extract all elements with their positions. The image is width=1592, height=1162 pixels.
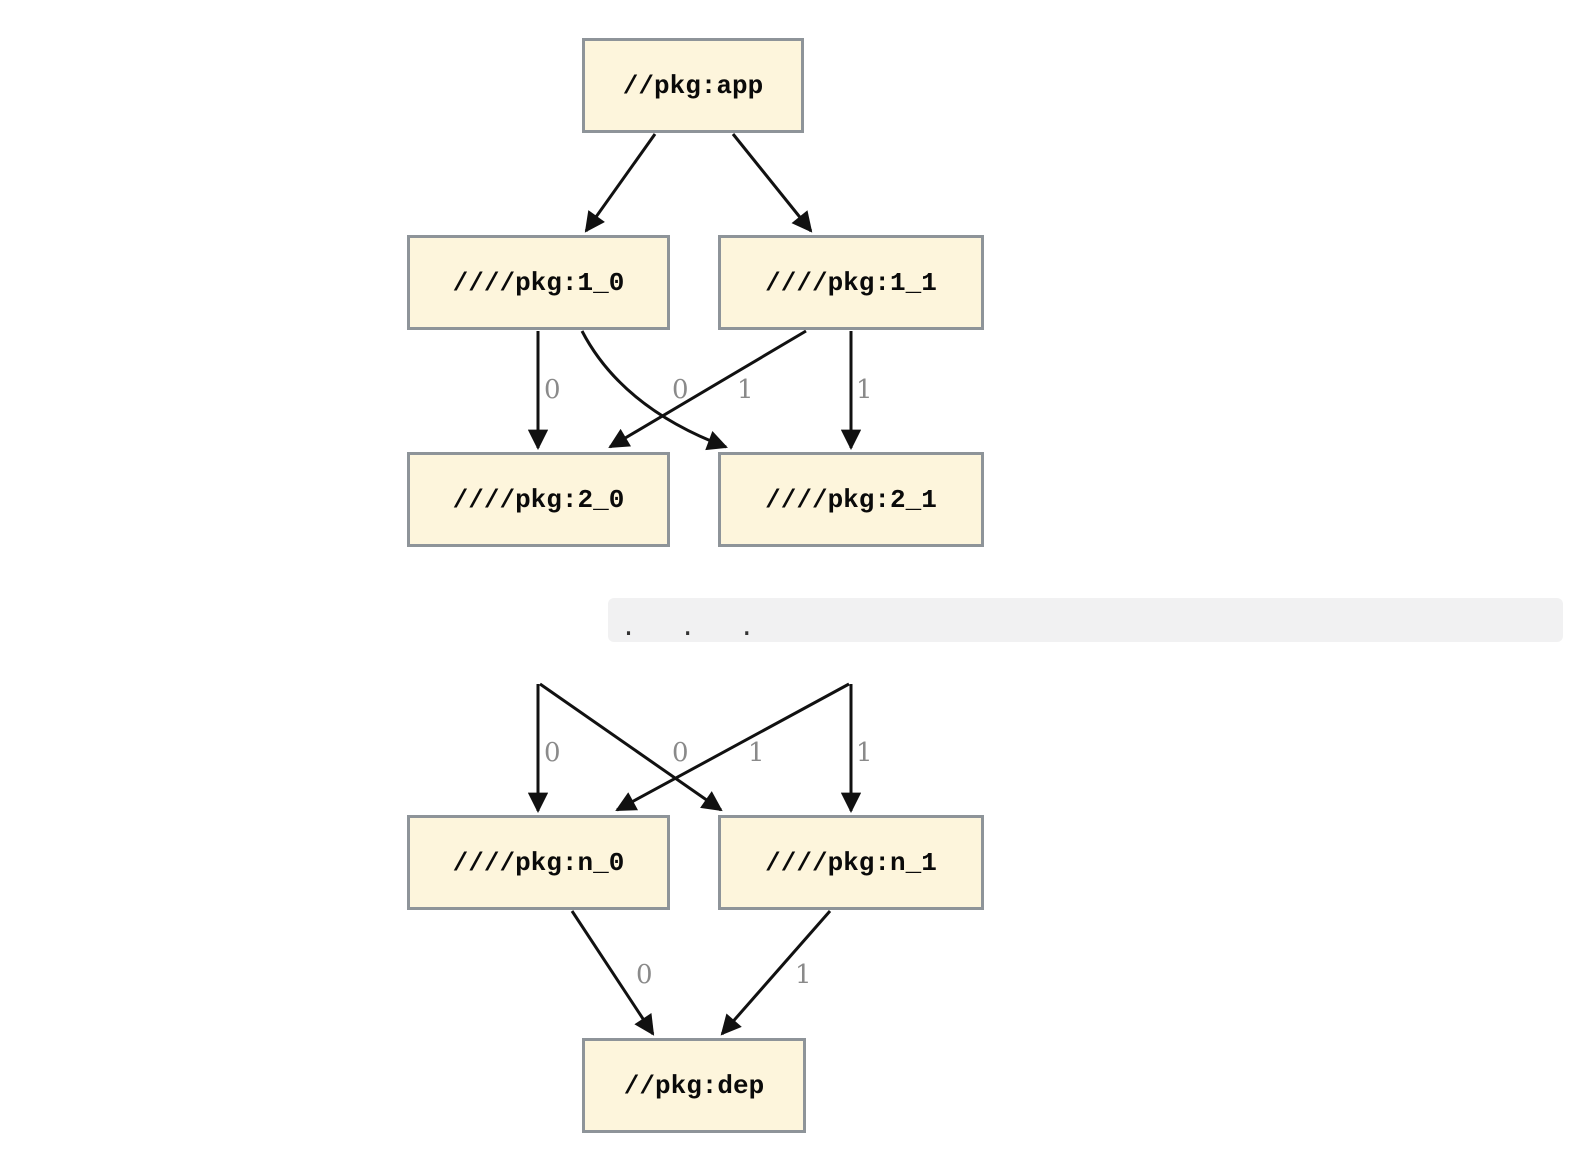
node-1_1-label: ////pkg:1_1 — [765, 267, 937, 298]
edge-label: 1 — [795, 960, 812, 990]
edge-hidden-to-n_0-cross — [615, 682, 850, 812]
edge-1_0-to-2_1 — [580, 330, 728, 451]
node-n_1: ////pkg:n_1 — [718, 815, 984, 910]
node-2_1-label: ////pkg:2_1 — [765, 484, 937, 515]
node-1_1: ////pkg:1_1 — [718, 235, 984, 330]
node-dep-label: //pkg:dep — [623, 1070, 765, 1101]
node-n_0: ////pkg:n_0 — [407, 815, 670, 910]
node-2_1: ////pkg:2_1 — [718, 452, 984, 547]
ellipsis-text: . . . — [621, 612, 755, 641]
edge-app-to-1_0 — [584, 133, 657, 233]
node-app: //pkg:app — [582, 38, 804, 133]
edge-hidden-to-n_1-cross — [539, 682, 723, 812]
node-n_1-label: ////pkg:n_1 — [765, 847, 937, 878]
node-2_0-label: ////pkg:2_0 — [452, 484, 625, 515]
edge-1_1-to-2_0 — [608, 329, 807, 449]
edge-label: 1 — [737, 375, 754, 405]
edge-n_0-to-dep — [570, 910, 655, 1036]
edge-n_1-to-dep — [720, 910, 832, 1036]
edge-label: 1 — [856, 375, 873, 405]
edge-app-to-1_1 — [731, 133, 813, 233]
node-1_0: ////pkg:1_0 — [407, 235, 670, 330]
ellipsis-band: . . . — [608, 598, 1563, 642]
edge-label: 0 — [544, 738, 561, 768]
edge-label: 0 — [672, 738, 689, 768]
edge-label: 0 — [636, 960, 653, 990]
node-2_0: ////pkg:2_0 — [407, 452, 670, 547]
edge-label: 1 — [748, 738, 765, 768]
edge-label: 0 — [672, 375, 689, 405]
node-1_0-label: ////pkg:1_0 — [452, 267, 625, 298]
node-n_0-label: ////pkg:n_0 — [452, 847, 625, 878]
edge-label: 1 — [856, 738, 873, 768]
node-app-label: //pkg:app — [622, 70, 764, 101]
node-dep: //pkg:dep — [582, 1038, 806, 1133]
edge-label: 0 — [544, 375, 561, 405]
